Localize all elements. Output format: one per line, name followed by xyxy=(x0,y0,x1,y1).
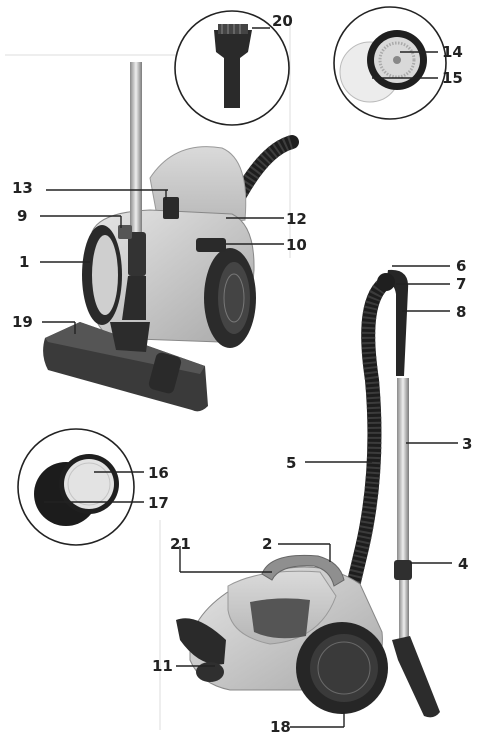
leader-lines xyxy=(40,27,458,728)
callout-20: 20 xyxy=(272,12,293,30)
callout-19: 19 xyxy=(12,313,33,331)
hepa-filter-detail xyxy=(333,6,447,120)
callout-8: 8 xyxy=(456,303,466,321)
callout-5: 5 xyxy=(286,454,296,472)
vacuum-front-view xyxy=(43,62,299,412)
callout-16: 16 xyxy=(148,464,169,482)
callout-21: 21 xyxy=(170,535,191,553)
callout-15: 15 xyxy=(442,69,463,87)
vacuum-side-view xyxy=(176,269,440,718)
brush-nozzle-detail xyxy=(174,10,290,126)
callout-11: 11 xyxy=(152,657,173,675)
callout-3: 3 xyxy=(462,435,472,453)
callout-18: 18 xyxy=(270,718,291,736)
motor-filter-detail xyxy=(17,428,135,546)
callout-12: 12 xyxy=(286,210,307,228)
callout-10: 10 xyxy=(286,236,307,254)
callout-13: 13 xyxy=(12,179,33,197)
callout-14: 14 xyxy=(442,43,463,61)
callout-9: 9 xyxy=(17,207,27,225)
callout-7: 7 xyxy=(456,275,466,293)
callout-2: 2 xyxy=(262,535,272,553)
callout-1: 1 xyxy=(19,253,29,271)
callout-6: 6 xyxy=(456,257,466,275)
callout-17: 17 xyxy=(148,494,169,512)
callout-4: 4 xyxy=(458,555,468,573)
callout-numbers: 13 9 1 19 12 10 20 14 15 6 7 8 3 5 4 16 … xyxy=(12,12,472,736)
